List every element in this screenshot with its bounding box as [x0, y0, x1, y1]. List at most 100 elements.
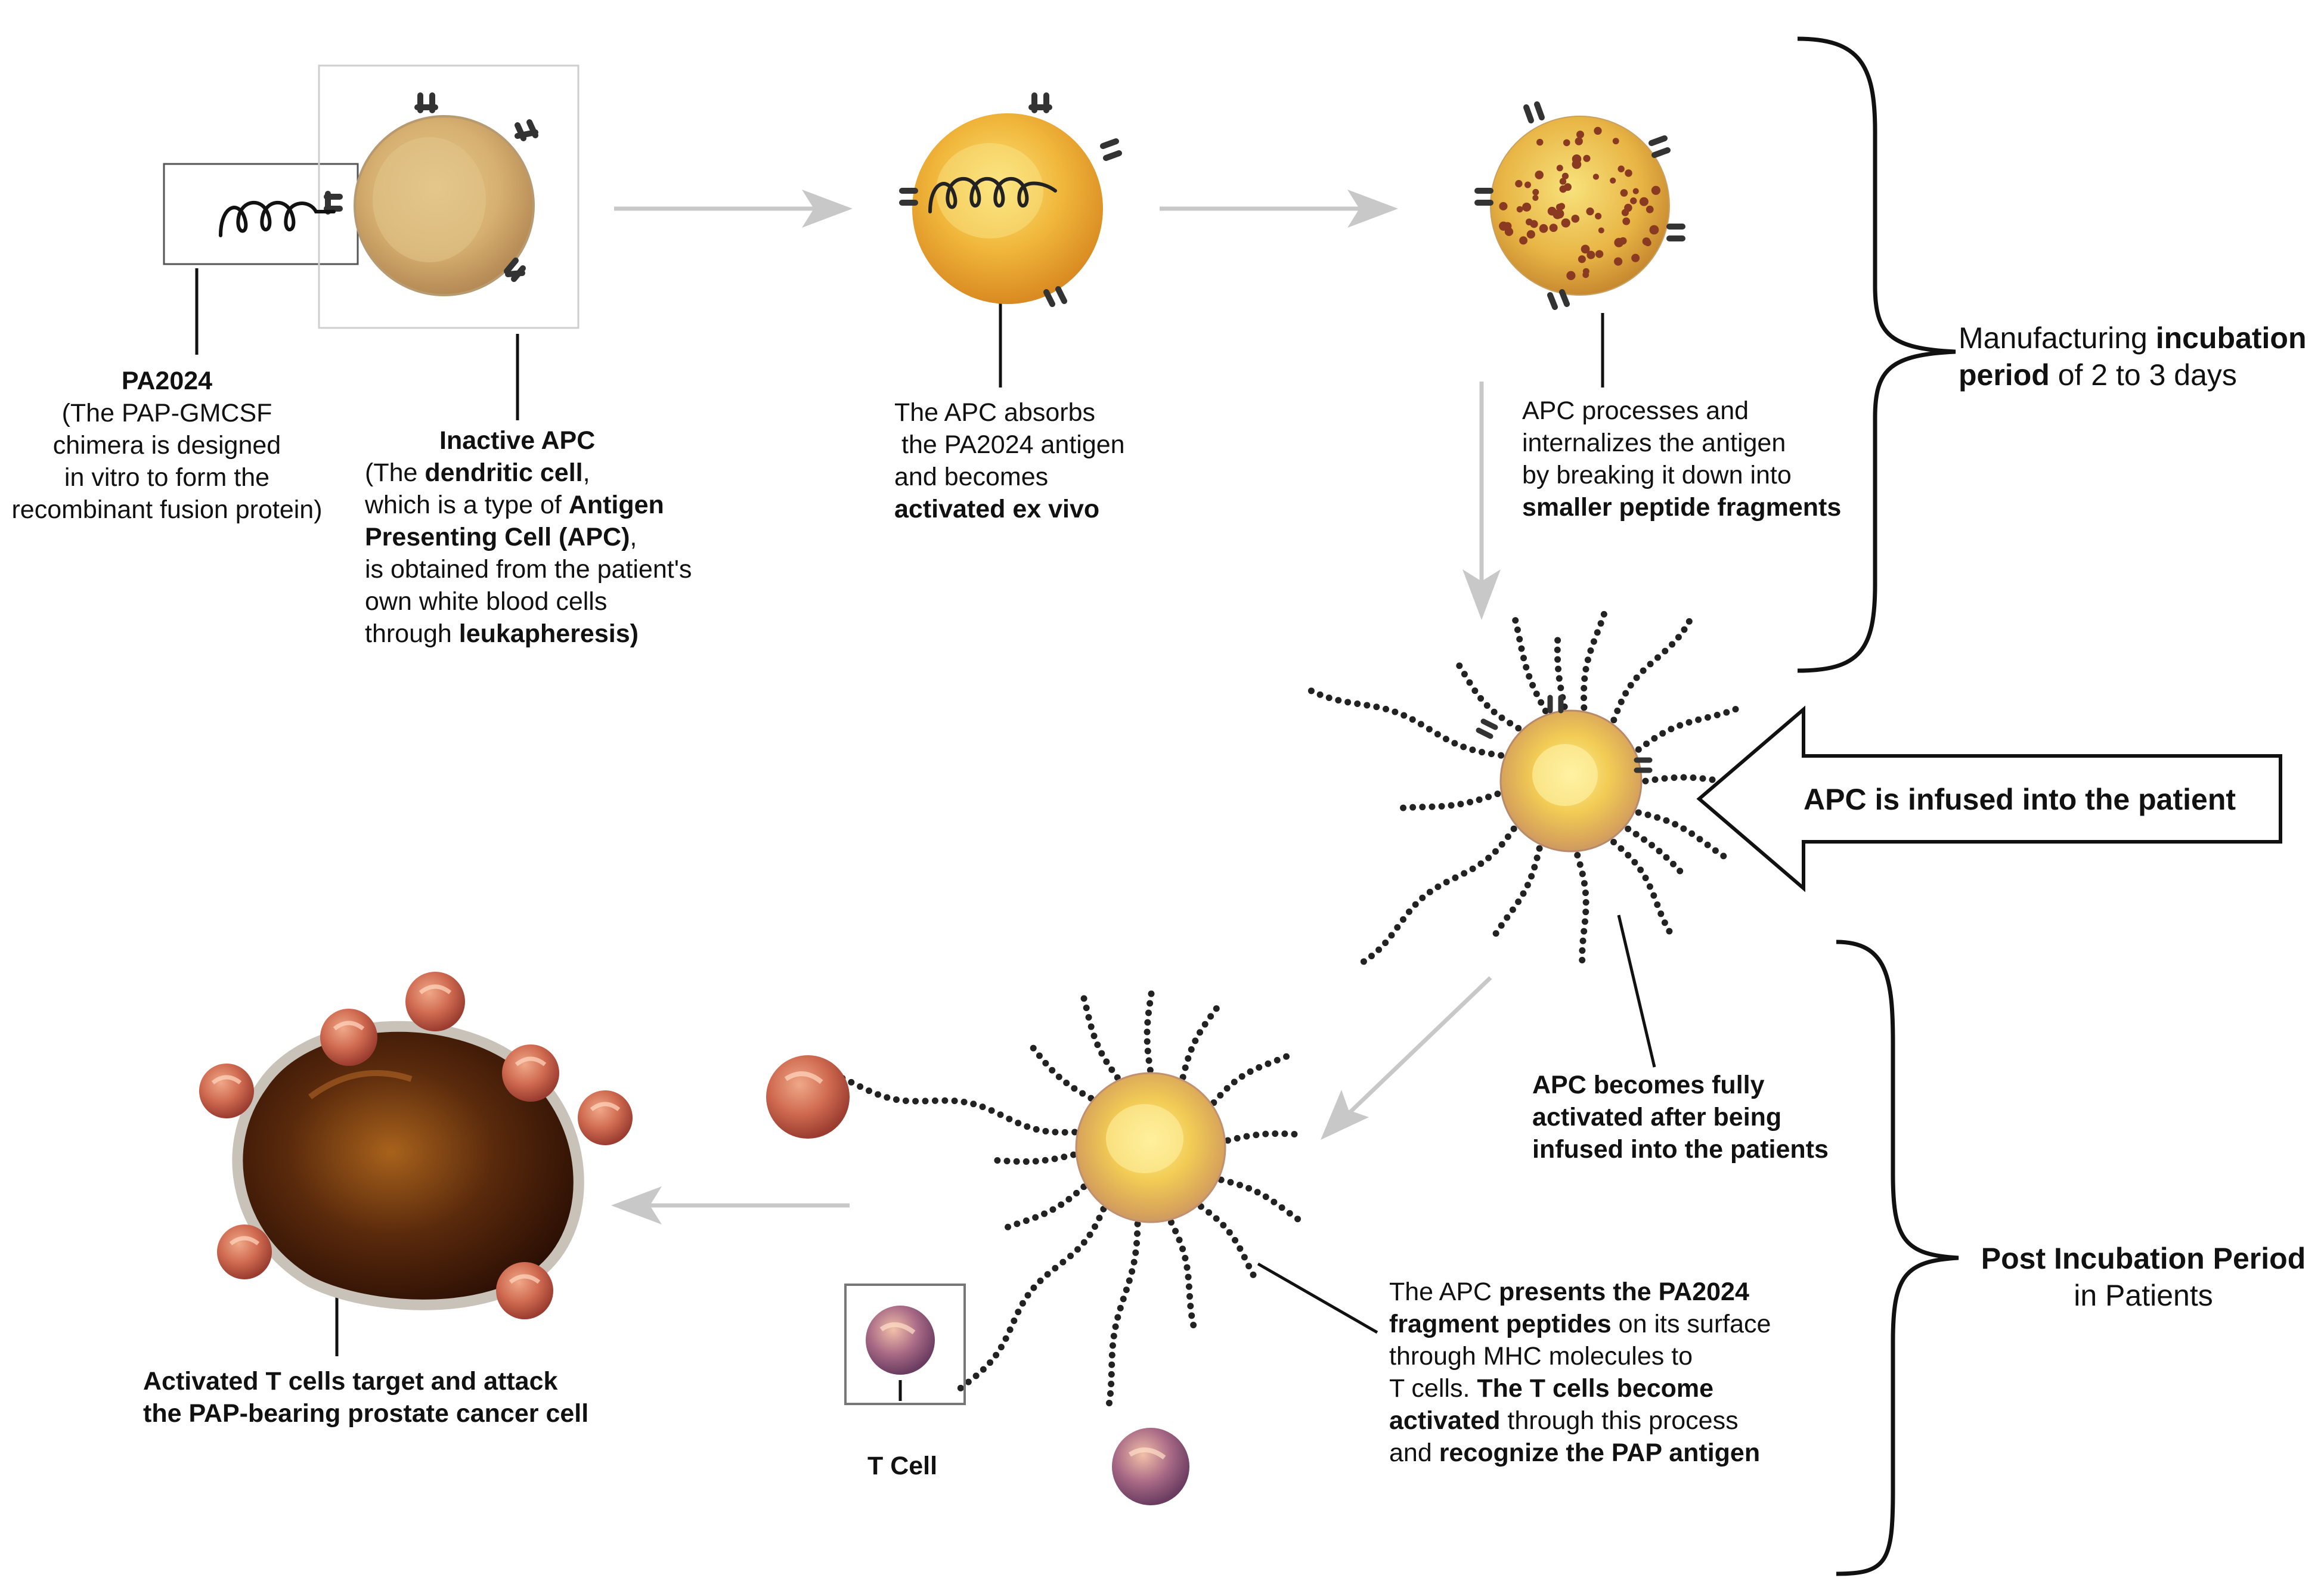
text: by breaking it down into — [1522, 461, 1792, 489]
dendrite-dot — [1061, 1129, 1068, 1136]
dendrite-dot — [1036, 1052, 1043, 1059]
dendrite-dot — [1227, 1179, 1234, 1186]
dendrite-dot — [1597, 620, 1604, 627]
dendrite-dot — [1399, 916, 1406, 923]
dendrite-dot — [1108, 1371, 1115, 1378]
dendrite-dot — [1112, 1323, 1119, 1330]
peptide-dot — [1625, 169, 1632, 177]
peptide-dot — [1598, 227, 1604, 234]
dendrite-dot — [1220, 1222, 1227, 1229]
dendrite-dot — [1680, 825, 1687, 832]
dendrite-dot — [1582, 899, 1589, 906]
dendrite-dot — [1015, 1309, 1022, 1316]
receptor-icon — [899, 92, 1122, 307]
peptide-dot — [1559, 178, 1567, 185]
dendrite-dot — [987, 1359, 994, 1366]
dendrite-dot — [1030, 1284, 1037, 1291]
dendrite-dot — [1581, 918, 1588, 925]
peptide-dot — [1575, 137, 1583, 145]
dendrite-dot — [1696, 836, 1703, 843]
label-fully-activated: APC becomes fully activated after being … — [1532, 1069, 1829, 1165]
dendrite-dot — [1079, 1090, 1086, 1097]
peptide-dot — [1644, 239, 1651, 247]
dendrite-dot — [1042, 1059, 1049, 1067]
dendrite-dot — [1335, 697, 1342, 704]
label-absorbs: The APC absorbs the PA2024 antigen and b… — [894, 396, 1125, 525]
dendrite-dot — [1144, 1047, 1151, 1055]
dendrite-dot — [1032, 1214, 1039, 1221]
label-presents: The APC presents the PA2024 fragment pep… — [1389, 1276, 1771, 1469]
peptide-dot — [1556, 165, 1563, 172]
dendrite-dot — [1488, 751, 1495, 758]
dendrite-dot — [1015, 1120, 1022, 1127]
dendrite-dot — [1688, 830, 1696, 837]
dendrite-dot — [1080, 995, 1087, 1002]
dendrite-dot — [1192, 1037, 1199, 1044]
dendrite-dot — [1108, 1351, 1115, 1359]
inactive-apc-title: Inactive APC — [439, 426, 596, 455]
dendrite-dot — [1412, 901, 1419, 908]
peptide-dot — [1532, 194, 1539, 201]
dendrite-dot — [1461, 870, 1468, 877]
peptide-dot — [1561, 172, 1569, 179]
dendrite-dot — [1394, 924, 1401, 931]
dendrite-dot — [1520, 890, 1527, 897]
dendrite-dot — [1685, 719, 1693, 726]
dendrite-dot — [1190, 1322, 1197, 1329]
dendrite-dot — [1134, 1230, 1141, 1237]
peptide-dot — [1563, 139, 1570, 147]
dendrite-dot — [1518, 645, 1525, 652]
dendrite-dot — [1254, 1189, 1261, 1196]
dendrite-dot — [1582, 909, 1589, 916]
dendrite-dot — [1006, 1326, 1014, 1334]
dendrite-dot — [1576, 861, 1584, 868]
dendrite-dot — [1400, 804, 1407, 811]
dendrite-dot — [1419, 804, 1426, 811]
dendrite-dot — [1675, 634, 1682, 641]
dendrite-dot — [1032, 1158, 1039, 1165]
dendrite-dot — [1492, 930, 1499, 937]
dendrite-dot — [1182, 1064, 1189, 1071]
dendrite-dot — [1533, 854, 1541, 861]
dendrite-dot — [1042, 1127, 1049, 1134]
inactive-apc-box — [318, 64, 580, 329]
label-post-incubation: Post Incubation Period in Patients — [1967, 1240, 2319, 1314]
dendrite-dot — [1071, 1085, 1078, 1092]
dendrite-dot — [1011, 1317, 1018, 1324]
dendrite-dot — [1483, 702, 1491, 709]
dendrite-dot — [1651, 776, 1659, 783]
pa2024-line: in vitro to form the — [64, 463, 270, 492]
text-bold: The T cells become — [1477, 1374, 1714, 1403]
dendrite-dot — [1206, 1209, 1213, 1216]
dendrite-dot — [1469, 865, 1476, 872]
dendrite-dot — [1610, 838, 1617, 845]
text: through — [365, 619, 459, 648]
dendrite-dot — [1256, 1064, 1263, 1071]
dendrite-dot — [1316, 691, 1324, 698]
dendrite-dot — [1581, 704, 1588, 711]
t-cell — [405, 972, 465, 1031]
t-cell-lower — [1112, 1428, 1189, 1505]
peptide-dot — [1624, 203, 1632, 212]
dendrite-dot — [1051, 1155, 1058, 1162]
infused-hollow-arrow — [1696, 705, 2282, 892]
peptide-dot — [1522, 202, 1532, 212]
processing-apc-cell — [1474, 101, 1685, 310]
dendrite-dot — [1656, 848, 1663, 855]
dendrite-dot — [1083, 1005, 1090, 1012]
dendrite-dot — [1217, 1092, 1224, 1099]
text: which is a type of — [365, 491, 569, 519]
dendrite-dot — [1241, 1254, 1248, 1261]
text: Manufacturing — [1959, 321, 2156, 355]
arrow-diagonal-to-presenting — [1321, 976, 1492, 1140]
t-cell-highlight — [590, 1102, 621, 1112]
dendrite-dot — [1234, 1134, 1241, 1142]
dendrite-dot — [1105, 1399, 1113, 1406]
peptide-dot — [1595, 250, 1604, 258]
absorbing-apc-cell — [899, 92, 1122, 307]
dendrite-dot — [1014, 1220, 1021, 1227]
dendrite-dot — [893, 1096, 900, 1103]
dendrite-dot — [1094, 1041, 1101, 1049]
dendrite-dot — [1515, 898, 1522, 906]
